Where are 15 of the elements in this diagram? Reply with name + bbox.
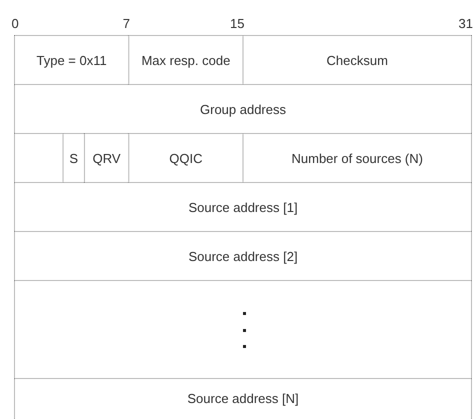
bit-number: 7 (122, 16, 130, 31)
field-name: Group address (199, 102, 287, 116)
field-name: S (68, 150, 80, 166)
field-name: Source address [2] (187, 248, 299, 264)
field-name: Type = 0x11 (36, 52, 108, 68)
field-name: QQIC (168, 150, 204, 166)
bit-number: 15 (230, 16, 244, 31)
field-name: Max resp. code (140, 52, 232, 68)
field-name: Source address [1] (187, 200, 299, 214)
field-name: QRV (92, 150, 122, 166)
bit-number: 31 (458, 16, 473, 31)
bit-number: 0 (12, 16, 19, 31)
field-name: Number of sources (N) (290, 150, 424, 166)
field-name: Source address [N] (186, 391, 300, 406)
field-name: Checksum (326, 52, 389, 68)
